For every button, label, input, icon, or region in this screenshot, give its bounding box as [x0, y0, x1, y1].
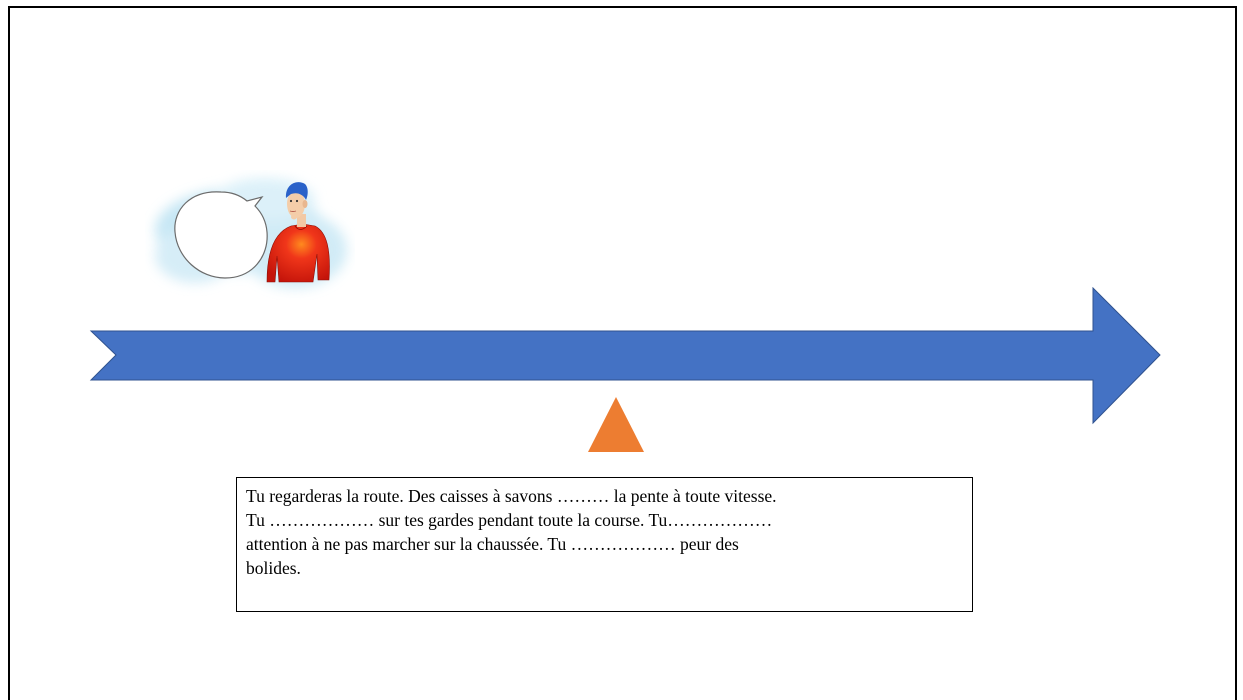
exercise-text: Tu regarderas la route. Des caisses à sa… [246, 484, 964, 580]
exercise-text-box: Tu regarderas la route. Des caisses à sa… [236, 477, 973, 612]
triangle-marker [586, 395, 646, 453]
speaking-boy-icon [145, 170, 355, 300]
